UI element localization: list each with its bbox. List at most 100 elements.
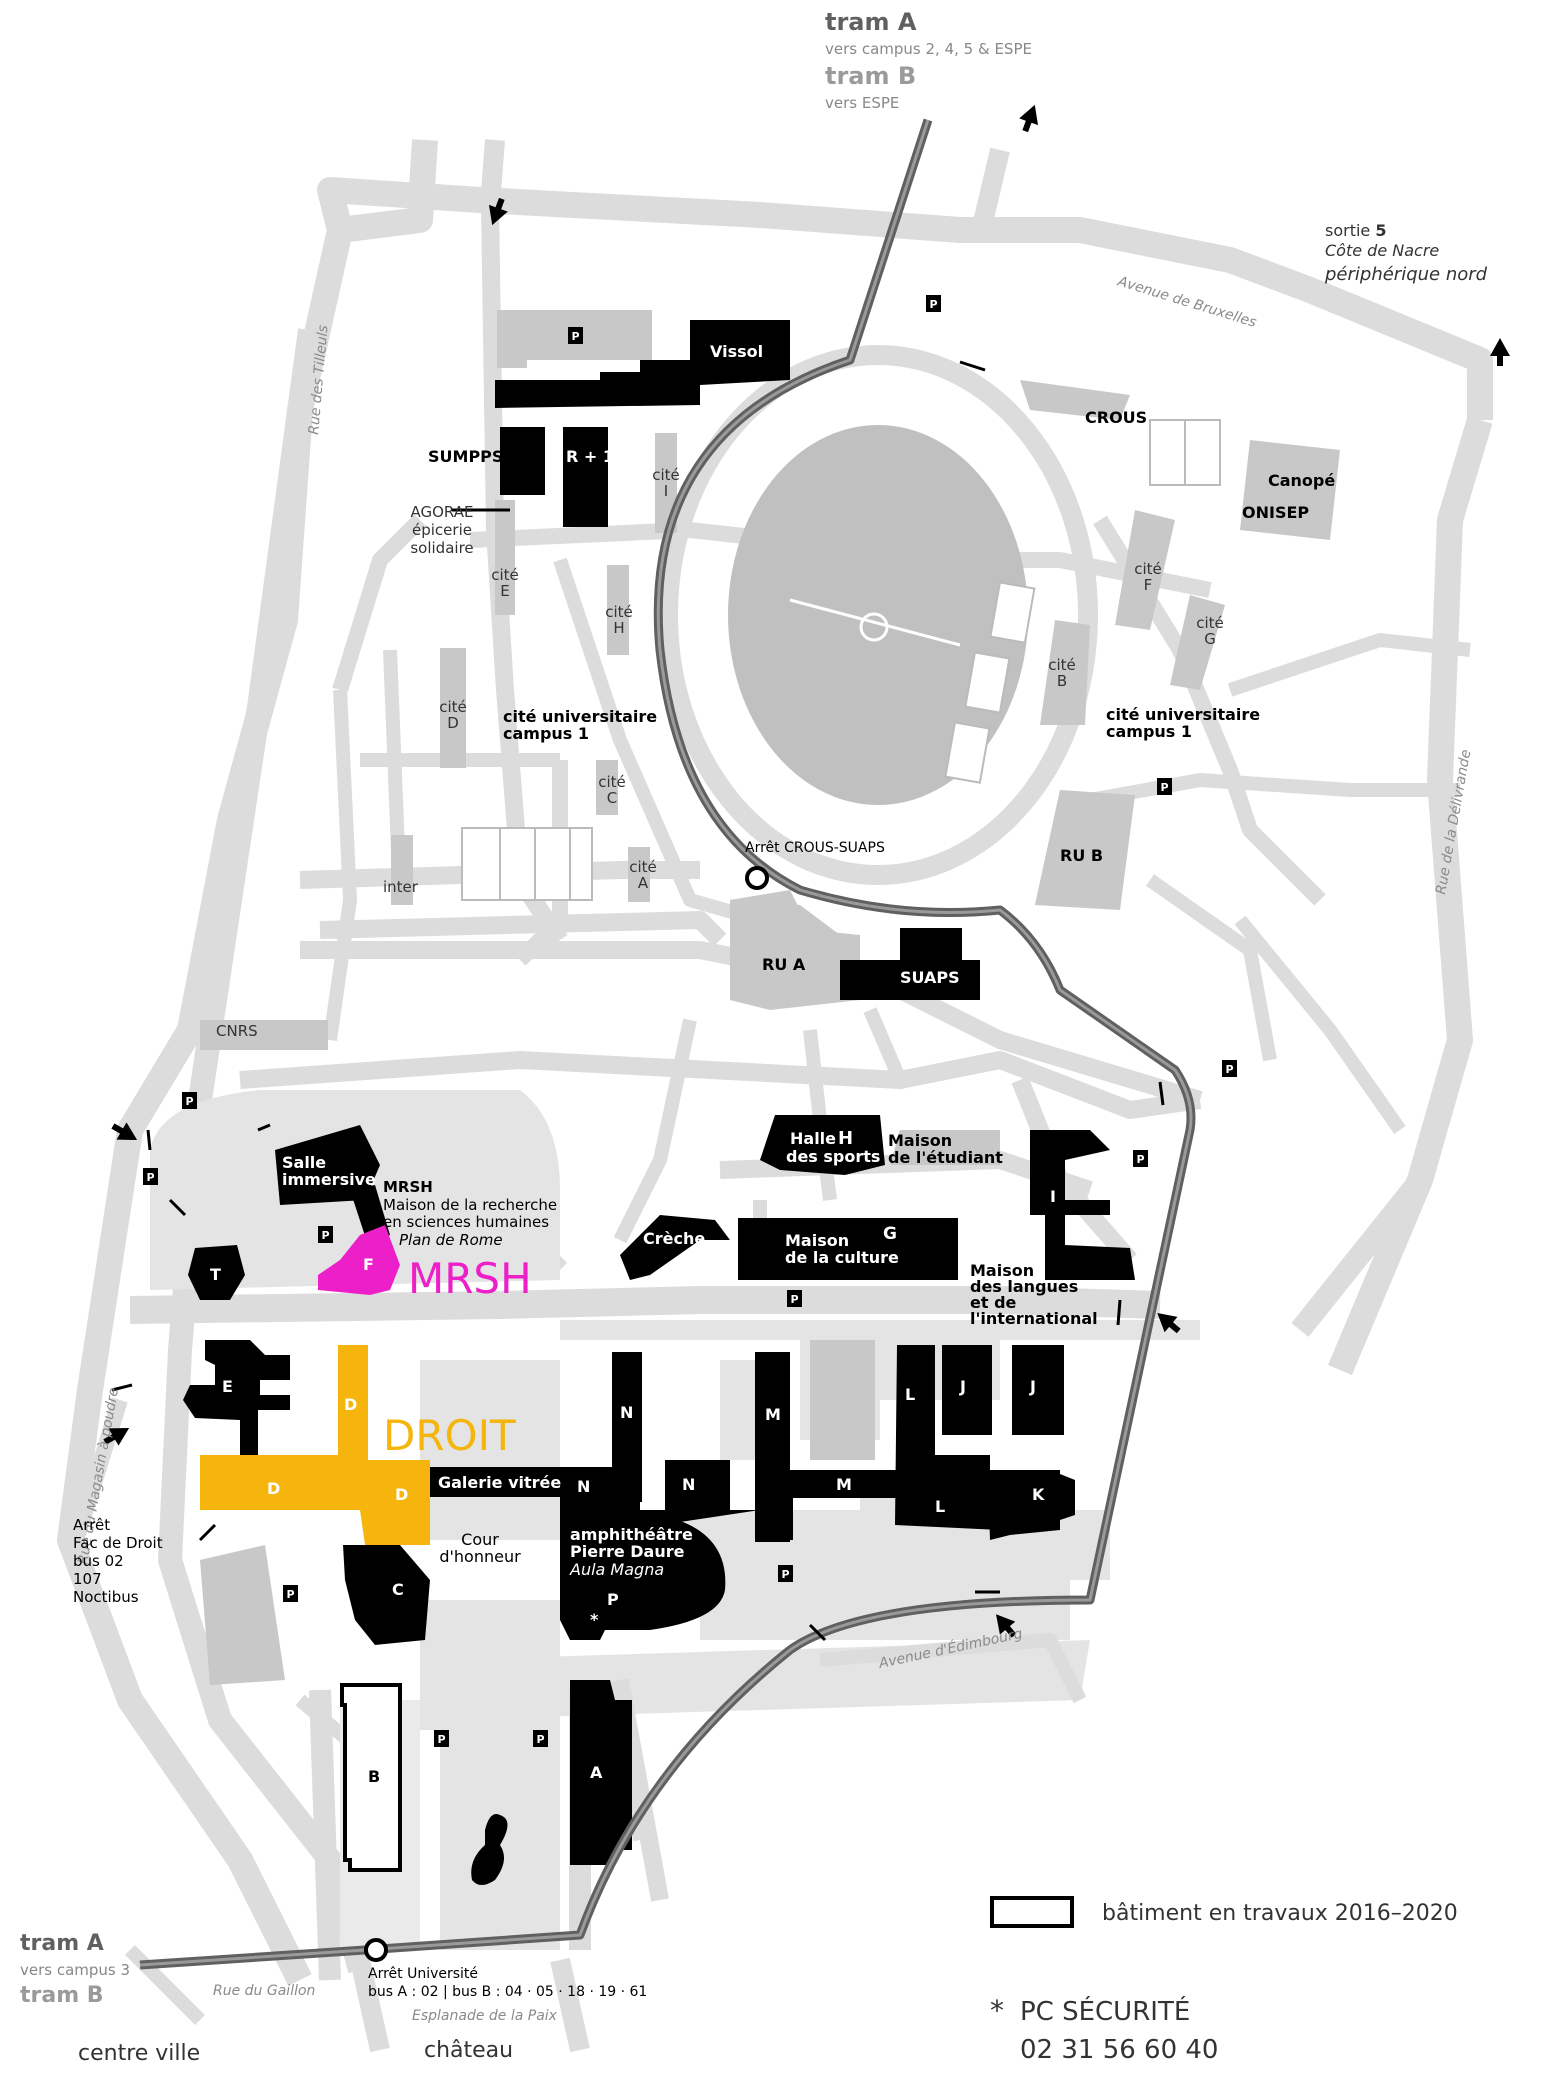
label-galerie[interactable]: Galerie vitrée <box>438 1473 561 1492</box>
arrow-east-icon <box>103 1428 130 1446</box>
arrow-west-icon <box>1157 1313 1181 1334</box>
tram-a-top-dest: vers campus 2, 4, 5 & ESPE <box>825 40 1032 58</box>
parking-icon: P <box>1133 1150 1148 1167</box>
tram-a-bottom-label: tram A <box>20 1931 104 1956</box>
label-crous[interactable]: CROUS <box>1085 408 1147 427</box>
label-canope[interactable]: Canopé <box>1268 471 1335 490</box>
label-c[interactable]: C <box>392 1580 404 1599</box>
tram-b-bottom-label: tram B <box>20 1983 104 2008</box>
label-ru-b[interactable]: RU B <box>1060 846 1103 865</box>
legend: bâtiment en travaux 2016–2020 * PC SÉCUR… <box>990 1896 1458 2065</box>
entry-ticks <box>111 360 1165 1642</box>
label-n-1[interactable]: N <box>620 1403 633 1422</box>
street-gaillon: Rue du Gaillon <box>213 1983 315 1999</box>
label-d-2[interactable]: D <box>267 1479 280 1498</box>
label-e[interactable]: E <box>222 1377 233 1396</box>
sports-courts <box>461 419 1221 901</box>
svg-text:P: P <box>536 1733 544 1746</box>
exit-5-line2: Côte de Nacre <box>1325 241 1439 260</box>
label-n-3[interactable]: N <box>682 1475 695 1494</box>
label-mrsh-big[interactable]: MRSH <box>408 1254 532 1303</box>
grey-buildings <box>200 310 1340 1685</box>
svg-text:P: P <box>286 1588 294 1601</box>
black-buildings <box>0 0 1135 1885</box>
label-n-2[interactable]: N <box>577 1477 590 1496</box>
label-l-1[interactable]: L <box>905 1385 915 1404</box>
svg-text:P: P <box>781 1568 789 1581</box>
label-k[interactable]: K <box>1032 1485 1045 1504</box>
label-ru-a[interactable]: RU A <box>762 955 806 974</box>
legend-pc-phone: 02 31 56 60 40 <box>1020 2035 1218 2065</box>
label-r1[interactable]: R + 1 <box>566 447 614 466</box>
road-network <box>57 139 1493 2053</box>
label-suaps[interactable]: SUAPS <box>900 968 960 987</box>
label-star[interactable]: * <box>590 1610 599 1629</box>
label-droit-big[interactable]: DROIT <box>383 1411 516 1460</box>
stop-crous-suaps-marker[interactable] <box>745 866 769 890</box>
label-vissol[interactable]: Vissol <box>710 342 763 361</box>
svg-text:P: P <box>146 1171 154 1184</box>
label-stop-crous-suaps[interactable]: Arrêt CROUS-SUAPS <box>745 840 885 856</box>
label-d-3[interactable]: D <box>395 1485 408 1504</box>
label-d-1[interactable]: D <box>344 1395 357 1414</box>
label-i[interactable]: I <box>1050 1187 1056 1206</box>
label-f[interactable]: F <box>363 1255 374 1274</box>
parking-icon: P <box>778 1565 793 1582</box>
label-m-2[interactable]: M <box>836 1475 852 1494</box>
mrsh-building[interactable] <box>318 1225 400 1295</box>
label-creche[interactable]: Crèche <box>643 1229 705 1248</box>
parking-icon: P <box>318 1226 333 1243</box>
label-sumpps[interactable]: SUMPPS <box>428 447 503 466</box>
label-a[interactable]: A <box>590 1763 603 1782</box>
legend-travaux-swatch <box>990 1896 1074 1928</box>
label-p[interactable]: P <box>607 1590 619 1609</box>
tram-b-top-label: tram B <box>825 62 916 90</box>
parking-icon: P <box>926 295 941 312</box>
label-j-2[interactable]: J <box>1029 1377 1036 1396</box>
svg-text:P: P <box>571 330 579 343</box>
street-esplanade: Esplanade de la Paix <box>412 2008 558 2024</box>
svg-text:P: P <box>1225 1063 1233 1076</box>
parking-tags: P P P P P P P P P P P P P <box>143 295 1237 1747</box>
label-l-2[interactable]: L <box>935 1497 945 1516</box>
parking-icon: P <box>434 1730 449 1747</box>
label-b[interactable]: B <box>368 1767 380 1786</box>
label-stop-fac-droit[interactable]: Arrêt Fac de Droit bus 02 107 Noctibus <box>73 1516 167 1606</box>
parking-icon: P <box>182 1092 197 1109</box>
stop-universite-marker[interactable] <box>364 1938 388 1962</box>
droit-building[interactable] <box>200 1345 430 1545</box>
parking-icon: P <box>1222 1060 1237 1077</box>
exit-5-line1: sortie 5 <box>1325 221 1387 240</box>
label-onisep[interactable]: ONISEP <box>1242 503 1309 522</box>
label-inter[interactable]: inter <box>383 878 419 896</box>
tram-b-top-dest: vers ESPE <box>825 94 899 112</box>
svg-text:P: P <box>929 298 937 311</box>
label-m-1[interactable]: M <box>765 1405 781 1424</box>
street-bruxelles: Avenue de Bruxelles <box>1115 273 1258 331</box>
label-t[interactable]: T <box>210 1265 221 1284</box>
legend-pc-star: * <box>990 1994 1004 2027</box>
label-cnrs[interactable]: CNRS <box>216 1022 258 1040</box>
label-j-1[interactable]: J <box>959 1377 966 1396</box>
